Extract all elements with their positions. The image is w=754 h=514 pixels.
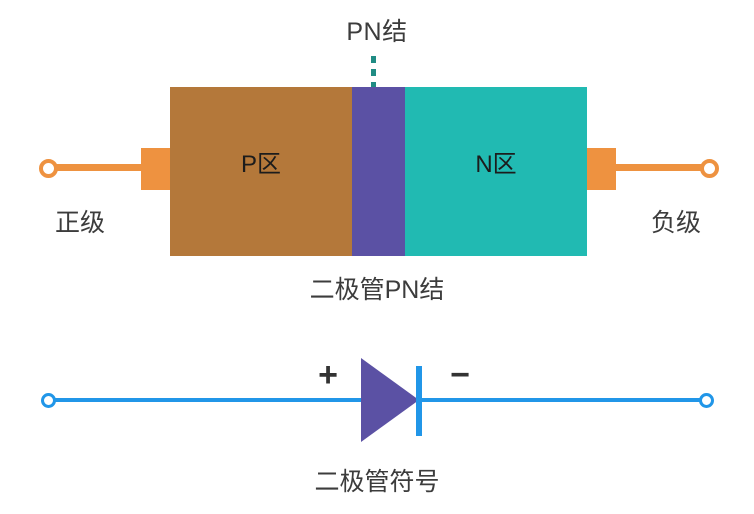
cathode-pole-label: 负级 (650, 209, 701, 237)
pn-junction-label: PN结 (346, 18, 408, 46)
n-region-block (405, 87, 587, 256)
anode-contact-tab (141, 148, 170, 190)
anode-plus-sign: + (318, 356, 338, 394)
diode-anode-triangle-icon (361, 358, 419, 442)
cathode-minus-sign: − (450, 356, 470, 394)
anode-terminal-node (39, 159, 58, 178)
n-region-label: N区 (475, 151, 517, 178)
cathode-contact-tab (587, 148, 616, 190)
cathode-terminal-node (700, 159, 719, 178)
cathode-lead-wire (614, 164, 706, 171)
diode-symbol-left-terminal-node (41, 393, 56, 408)
diode-symbol-right-terminal-node (699, 393, 714, 408)
bottom-figure-caption: 二极管符号 (314, 468, 440, 496)
diode-cathode-bar-icon (416, 366, 422, 436)
top-figure-caption: 二极管PN结 (309, 276, 445, 304)
depletion-junction-block (352, 87, 405, 256)
p-region-label: P区 (240, 151, 281, 178)
anode-lead-wire (52, 164, 144, 171)
anode-pole-label: 正级 (54, 209, 105, 237)
p-region-block (170, 87, 352, 256)
